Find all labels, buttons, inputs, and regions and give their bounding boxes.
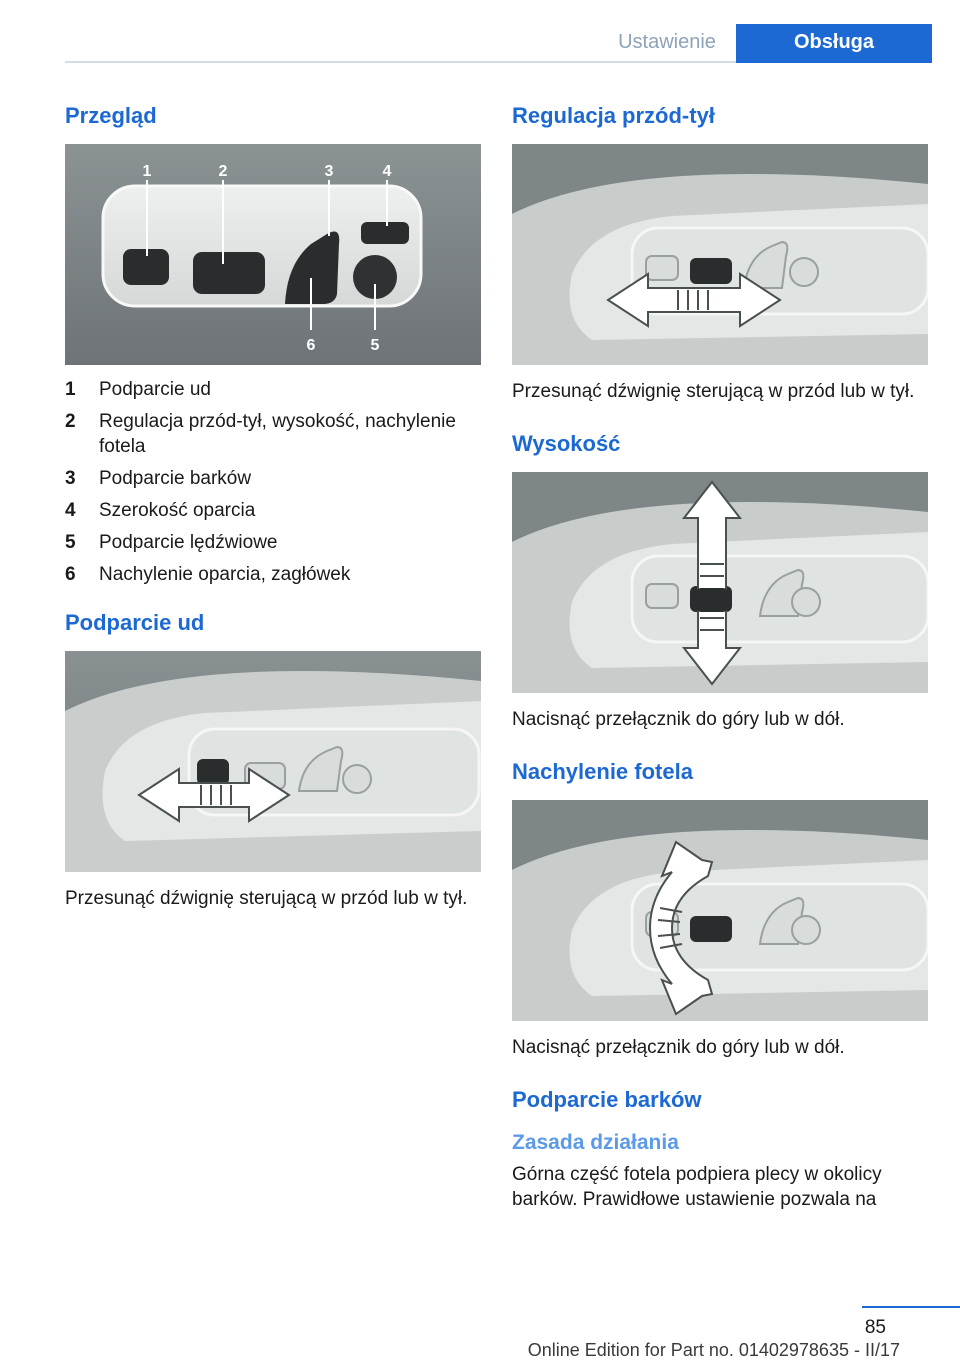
thigh-support-text: Przesunąć dźwignię sterującą w przód lub… <box>65 888 468 909</box>
legend-text: Podparcie lędźwiowe <box>99 532 278 553</box>
legend-item: 4 Szerokość oparcia <box>65 498 485 523</box>
page-number: 85 <box>864 1317 886 1338</box>
legend-text: Szerokość oparcia <box>99 500 256 521</box>
legend-item: 6 Nachylenie oparcia, zagłówek <box>65 562 485 587</box>
callout-6: 6 <box>307 337 316 354</box>
fore-aft-text: Przesunąć dźwignię sterującą w przód lub… <box>512 381 915 402</box>
height-text: Nacisnąć przełącznik do góry lub w dół. <box>512 709 845 730</box>
header-tab-ustawienie[interactable]: Ustawienie <box>618 31 716 53</box>
seat-controls-overview-image: 1 2 3 4 5 6 <box>65 144 481 365</box>
header-tab-obsluga[interactable]: Obsługa <box>736 24 932 63</box>
height-image <box>512 472 928 693</box>
subsection-title-principle: Zasada działania <box>512 1131 679 1154</box>
section-title-fore-aft: Regulacja przód-tył <box>512 103 715 128</box>
section-title-thigh-support: Podparcie ud <box>65 610 205 635</box>
callout-4: 4 <box>383 163 392 180</box>
section-title-overview: Przegląd <box>65 103 157 128</box>
callout-1: 1 <box>143 163 152 180</box>
header-rule <box>65 61 929 63</box>
callout-2: 2 <box>219 163 228 180</box>
legend-item: 5 Podparcie lędźwiowe <box>65 530 485 555</box>
left-column: Przegląd <box>65 96 485 911</box>
shoulder-support-text: Górna część fotela podpiera plecy w okol… <box>512 1164 882 1210</box>
legend-text: Podparcie ud <box>99 379 211 400</box>
legend-text: Nachylenie oparcia, zagłówek <box>99 564 351 585</box>
legend-num: 5 <box>65 532 76 553</box>
right-column: Regulacja przód-tył Przesunąć dźwignię s… <box>512 96 932 1212</box>
section-title-shoulder-support: Podparcie barków <box>512 1087 702 1112</box>
legend-item: 2 Regulacja przód-tył, wysokość, nachylen… <box>65 409 485 459</box>
legend-num: 1 <box>65 379 76 400</box>
callout-3: 3 <box>325 163 334 180</box>
legend-num: 4 <box>65 500 76 521</box>
fore-aft-image <box>512 144 928 365</box>
legend-item: 3 Podparcie barków <box>65 466 485 491</box>
legend-num: 3 <box>65 468 76 489</box>
legend-num: 2 <box>65 411 76 432</box>
seat-tilt-image <box>512 800 928 1021</box>
overview-legend: 1 Podparcie ud 2 Regulacja przód-tył, wyso… <box>65 377 485 587</box>
thigh-support-image <box>65 651 481 872</box>
edition-line: Online Edition for Part no. 01402978635 … <box>527 1340 900 1360</box>
footer-rule <box>862 1306 960 1308</box>
section-title-height: Wysokość <box>512 431 621 456</box>
legend-num: 6 <box>65 564 76 585</box>
legend-item: 1 Podparcie ud <box>65 377 485 402</box>
callout-5: 5 <box>371 337 380 354</box>
section-title-seat-tilt: Nachylenie fotela <box>512 759 693 784</box>
legend-text: Regulacja przód-tył, wysokość, nachyleni… <box>99 411 456 457</box>
seat-tilt-text: Nacisnąć przełącznik do góry lub w dół. <box>512 1037 845 1058</box>
legend-text: Podparcie barków <box>99 468 252 489</box>
